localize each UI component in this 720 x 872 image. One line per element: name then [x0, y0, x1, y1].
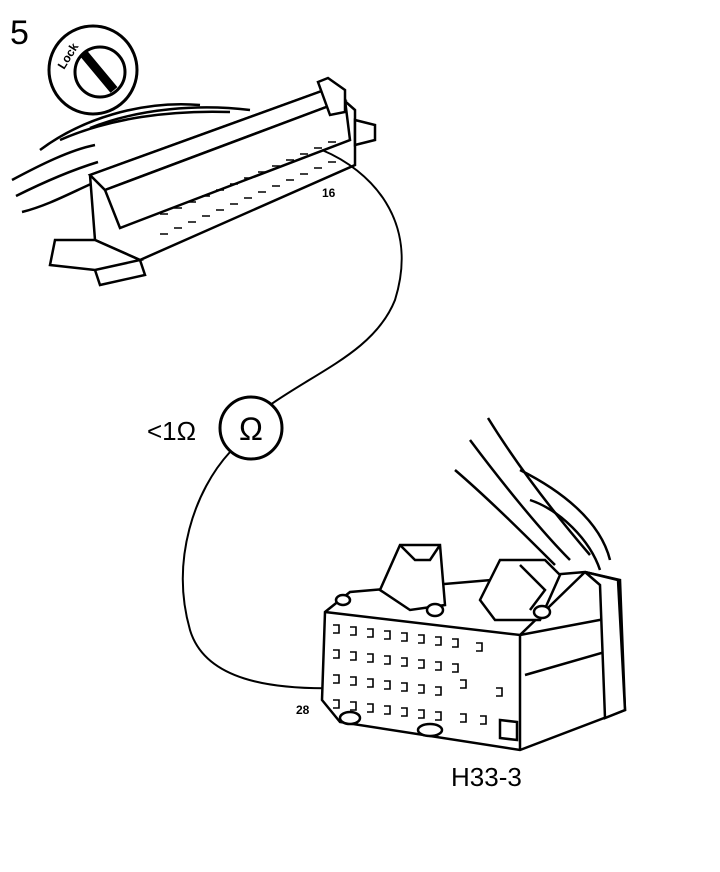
connector-name: H33-3 — [451, 762, 522, 792]
lock-icon: Lock — [47, 24, 139, 116]
test-lead-upper — [269, 149, 403, 406]
lower-connector — [320, 417, 627, 752]
lower-pin-label: 28 — [296, 703, 310, 717]
step-number: 5 — [10, 14, 29, 52]
upper-connector — [11, 76, 377, 287]
resistance-reading: <1Ω — [147, 416, 196, 446]
ohm-symbol: Ω — [239, 411, 263, 447]
ohmmeter: Ω — [218, 395, 284, 461]
upper-pin-label: 16 — [322, 186, 336, 200]
